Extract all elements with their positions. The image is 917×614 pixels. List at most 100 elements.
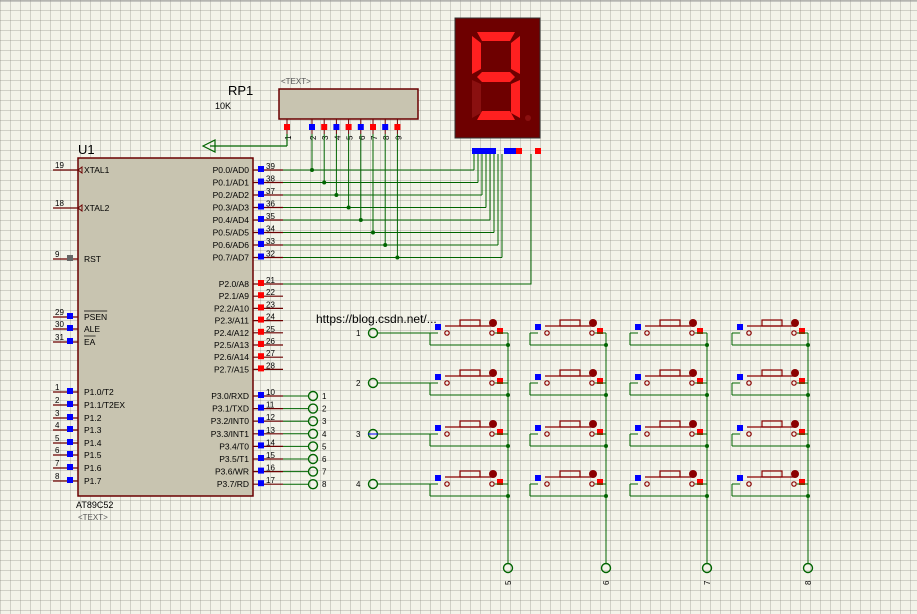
button-pin bbox=[737, 324, 743, 330]
button-pin bbox=[799, 429, 805, 435]
pin-number: 31 bbox=[55, 333, 64, 342]
pin-square bbox=[258, 316, 264, 323]
pin-number: 36 bbox=[266, 200, 275, 209]
terminal-label: 8 bbox=[322, 480, 327, 489]
button-contact bbox=[689, 481, 695, 487]
col-terminal-label: 5 bbox=[504, 580, 513, 585]
button-pin bbox=[737, 425, 743, 431]
row-terminal bbox=[367, 478, 379, 490]
pin-square bbox=[67, 325, 73, 331]
pin-number: 6 bbox=[55, 446, 60, 455]
display-pin bbox=[535, 148, 541, 154]
pin-square bbox=[67, 313, 73, 319]
display-digit: 9 bbox=[0, 0, 1, 1]
row-terminal-label: 4 bbox=[356, 480, 361, 489]
pin-number: 33 bbox=[266, 237, 275, 246]
button-indicator bbox=[689, 369, 697, 377]
display-pin bbox=[484, 148, 490, 154]
button-pin bbox=[435, 425, 441, 431]
junction bbox=[395, 255, 400, 260]
button-cap bbox=[659, 420, 681, 428]
pin-number: 28 bbox=[266, 361, 275, 370]
button-contact bbox=[791, 330, 797, 336]
pin-square bbox=[67, 401, 73, 407]
pin-number: 8 bbox=[55, 472, 60, 481]
button-indicator bbox=[791, 319, 799, 327]
row-terminal bbox=[367, 377, 379, 389]
pin-name: P0.6/AD6 bbox=[213, 240, 250, 250]
pin-square bbox=[258, 216, 264, 222]
pin-number: 10 bbox=[266, 388, 275, 397]
pin-name: EA bbox=[84, 337, 96, 347]
button-pin bbox=[799, 378, 805, 384]
terminal-circle bbox=[307, 479, 319, 490]
col-terminal-label: 7 bbox=[703, 580, 712, 585]
pin-name: P3.2/INT0 bbox=[211, 416, 250, 426]
junction bbox=[310, 168, 314, 172]
button-contact bbox=[489, 380, 495, 386]
button-contact bbox=[644, 380, 650, 386]
col-terminal bbox=[701, 562, 713, 574]
pin-name: P1.6 bbox=[84, 463, 102, 473]
pin-number: 29 bbox=[55, 308, 64, 317]
seven-segment-display[interactable]: 9 bbox=[0, 0, 541, 154]
clock-marker bbox=[77, 204, 83, 212]
pin-square bbox=[258, 253, 264, 260]
button-contact bbox=[746, 330, 752, 336]
row-terminal-label: 2 bbox=[356, 379, 361, 388]
rp-pin-number: 7 bbox=[370, 135, 379, 140]
button-pin bbox=[535, 425, 541, 431]
button-indicator bbox=[689, 319, 697, 327]
pin-name: P0.4/AD4 bbox=[213, 215, 250, 225]
rp-pin-square bbox=[345, 124, 352, 130]
button-contact bbox=[689, 330, 695, 336]
pin-name: P2.6/A14 bbox=[214, 352, 249, 362]
segment-g bbox=[477, 72, 515, 82]
pin-name: P3.0/RXD bbox=[211, 391, 249, 401]
terminal-circle bbox=[307, 416, 319, 427]
pin-square bbox=[67, 426, 73, 432]
button-contact bbox=[489, 330, 495, 336]
col-terminal bbox=[502, 562, 514, 574]
terminal-circle bbox=[307, 453, 319, 465]
pin-square bbox=[258, 203, 264, 210]
button-contact bbox=[791, 431, 797, 437]
button-contact bbox=[589, 431, 595, 437]
button-indicator bbox=[489, 420, 497, 428]
pin-name: PSEN bbox=[84, 312, 107, 322]
display-pin bbox=[516, 148, 522, 154]
digit-segments bbox=[472, 32, 531, 121]
col-terminal-label: 6 bbox=[602, 580, 611, 585]
pin-name: P1.4 bbox=[84, 438, 102, 448]
rp-pin-number: 4 bbox=[333, 135, 342, 140]
button-pin bbox=[697, 429, 703, 435]
button-contact bbox=[444, 380, 450, 386]
chip-text-placeholder: <TEXT> bbox=[78, 513, 108, 522]
button-contact bbox=[544, 481, 550, 487]
pin-square bbox=[67, 464, 73, 470]
pin-number: 11 bbox=[266, 401, 275, 410]
button-indicator bbox=[489, 319, 497, 327]
pin-square bbox=[258, 341, 264, 347]
button-contact bbox=[544, 431, 550, 437]
terminal-label: 7 bbox=[322, 468, 327, 477]
rp-pin-number: 5 bbox=[346, 135, 355, 140]
pin-number: 24 bbox=[266, 313, 275, 322]
pin-name: P2.5/A13 bbox=[214, 340, 249, 350]
rp-pin-number: 1 bbox=[284, 135, 293, 140]
button-contact bbox=[791, 481, 797, 487]
col-terminal bbox=[600, 562, 612, 574]
pin-number: 7 bbox=[55, 459, 60, 468]
pin-square bbox=[67, 414, 73, 420]
pin-number: 38 bbox=[266, 175, 275, 184]
rp-pin-square bbox=[394, 124, 401, 130]
watermark: https://blog.csdn.net/... bbox=[316, 312, 437, 326]
button-indicator bbox=[791, 470, 799, 478]
terminal-label: 3 bbox=[322, 417, 327, 426]
rp-pin-square bbox=[284, 124, 290, 130]
